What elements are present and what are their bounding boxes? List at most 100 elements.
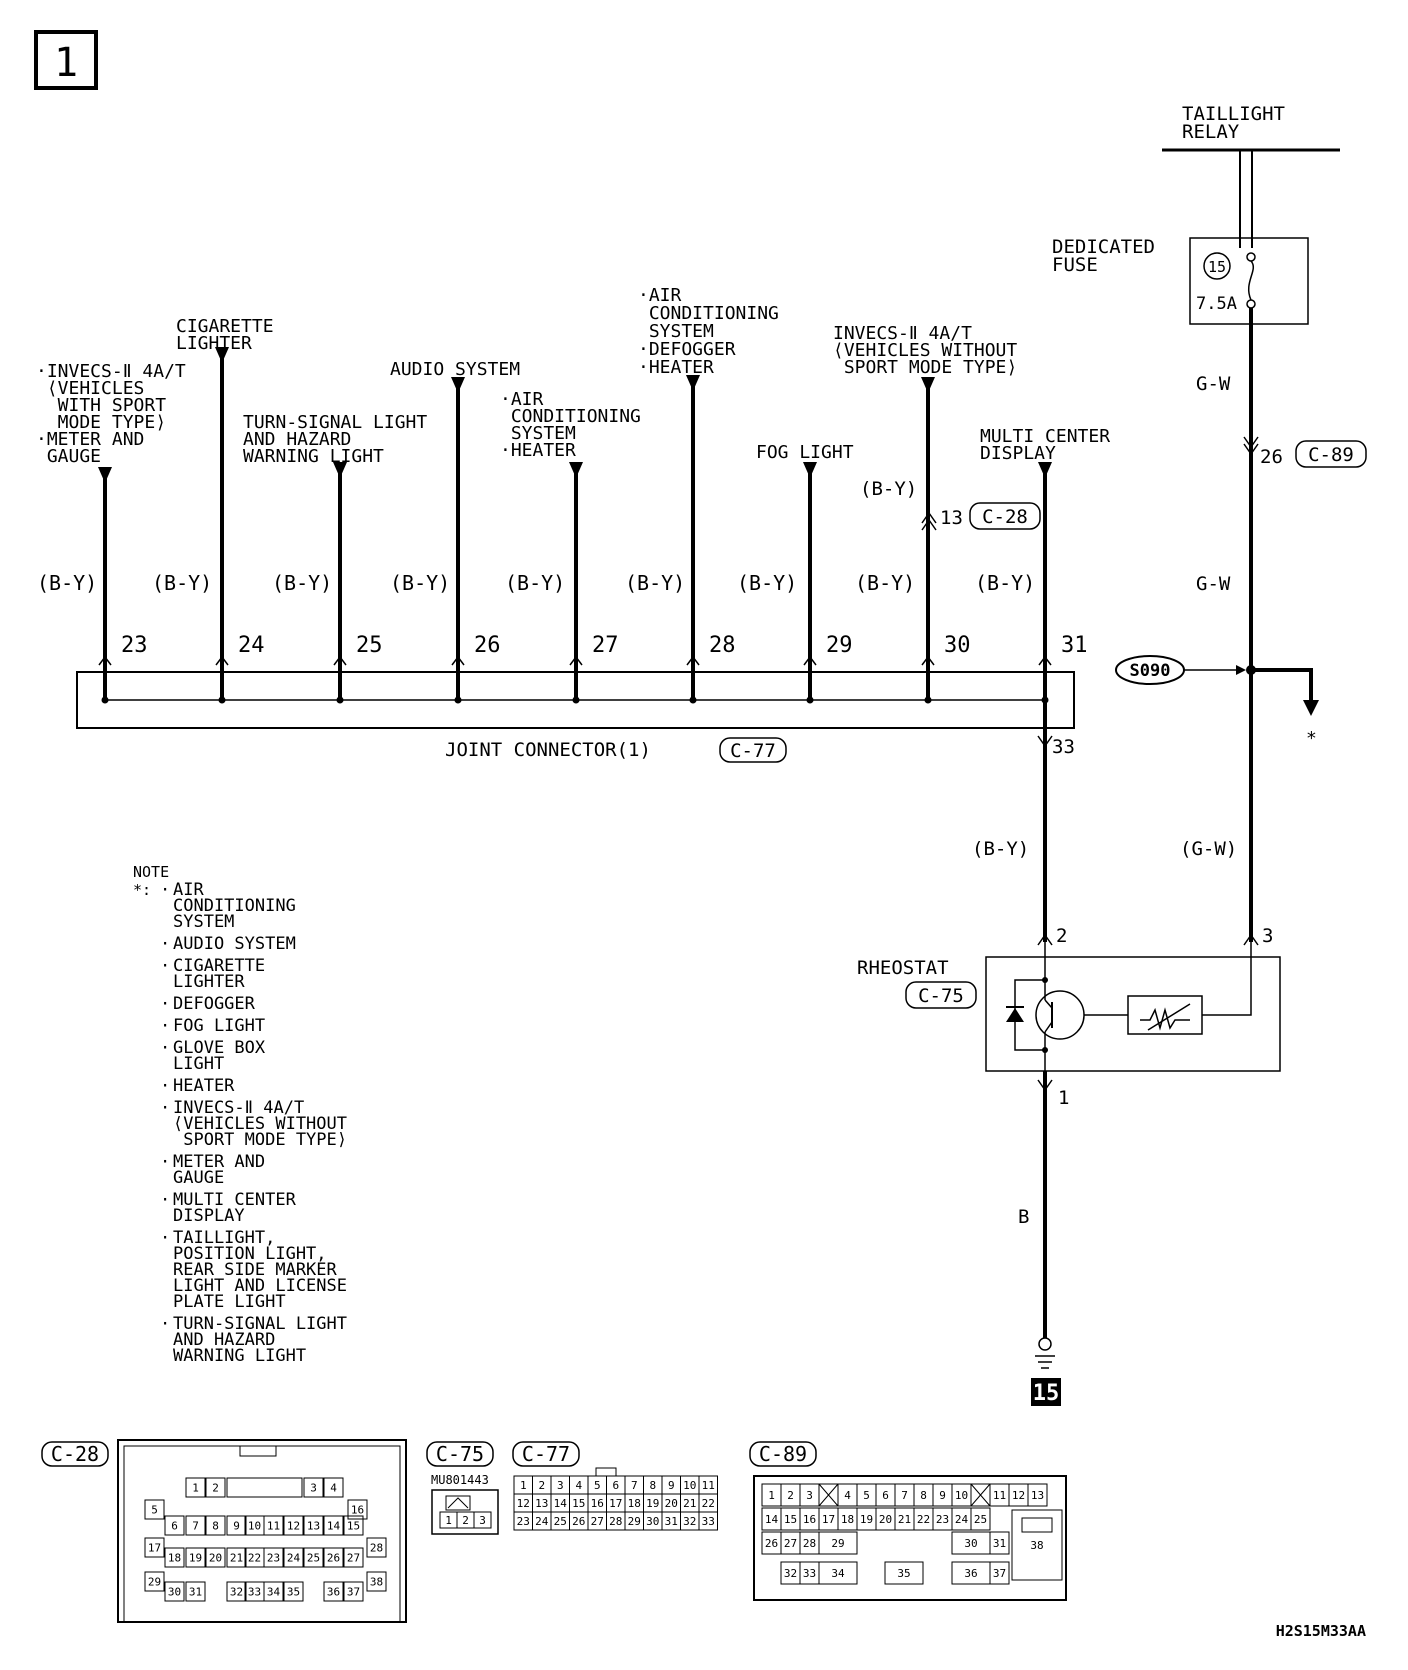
junction-dot <box>454 696 462 704</box>
connector-pin-number: 26 <box>572 1515 585 1528</box>
junction-dot <box>101 696 109 704</box>
note-item-text: SYSTEM <box>173 912 234 932</box>
joint-connector-ref: C-77 <box>730 740 776 762</box>
pin-marker-icon <box>921 655 935 666</box>
variable-resistor-icon <box>1140 1003 1191 1031</box>
connector-pin-number: 12 <box>517 1497 530 1510</box>
connector-pin-number: 27 <box>347 1552 360 1565</box>
connector-pin-number: 9 <box>939 1489 946 1502</box>
branch-destination-label: TURN-SIGNAL LIGHT <box>243 412 427 433</box>
connector-pin-number: 9 <box>233 1520 240 1533</box>
branch-wire-label: (B-Y) <box>625 571 685 595</box>
connector-pin-number: 30 <box>168 1586 181 1599</box>
invecs-wire-label: (B-Y) <box>860 478 917 500</box>
ground-number: 15 <box>1033 1381 1060 1406</box>
note-bullet: · <box>160 1152 170 1172</box>
connector-pin-number: 21 <box>230 1552 243 1565</box>
rheostat-pin-in: 2 <box>1056 925 1067 947</box>
rheostat-wire-label: (B-Y) <box>972 838 1029 860</box>
branch-destination-label: SYSTEM <box>638 321 714 342</box>
connector-pin-number: 32 <box>230 1586 243 1599</box>
connector-pin-number: 32 <box>784 1567 797 1580</box>
connector-cavity <box>347 1499 368 1520</box>
connector-cavity <box>1011 1509 1063 1581</box>
note-item-text: PLATE LIGHT <box>173 1292 286 1312</box>
connector-arrow-icon <box>451 377 465 393</box>
connector-pin-number: 4 <box>330 1482 337 1495</box>
connector-cavity <box>226 1515 247 1536</box>
note-item-text: FOG LIGHT <box>173 1016 265 1036</box>
ground-wire: 1 B 15 <box>1018 1071 1069 1406</box>
c28-pin: 13 <box>940 507 963 529</box>
note-bullet: · <box>160 934 170 954</box>
taillight-relay-label-1: TAILLIGHT <box>1182 103 1285 125</box>
note-bullet: · <box>160 1098 170 1118</box>
note-item-text: REAR SIDE MARKER <box>173 1260 338 1280</box>
connector-cavity <box>970 1507 991 1531</box>
note-item-text: LIGHT AND LICENSE <box>173 1276 347 1296</box>
connector-cavity <box>205 1547 226 1568</box>
branch-wire-label: (B-Y) <box>272 571 332 595</box>
connector-pin-number: 30 <box>646 1515 659 1528</box>
connector-pin-number: 18 <box>168 1552 181 1565</box>
c89-connector-ref: C-89 <box>759 1442 807 1466</box>
connector-arrow-icon <box>215 347 229 363</box>
branch-wire-label: (B-Y) <box>37 571 97 595</box>
connector-pin-number: 17 <box>609 1497 622 1510</box>
connector-pin-number: 38 <box>1030 1539 1043 1552</box>
connector-pin-number: 10 <box>248 1520 261 1533</box>
branch-destination-label: AND HAZARD <box>243 429 351 450</box>
connector-pin-number: 31 <box>189 1586 202 1599</box>
note-bullet: · <box>160 1038 170 1058</box>
connector-pin-number: 29 <box>148 1576 161 1589</box>
connector-pin-number: 1 <box>768 1489 775 1502</box>
branch-destination-label: FOG LIGHT <box>756 442 854 463</box>
pin-marker-icon <box>569 655 583 666</box>
connector-pin-number: 3 <box>310 1482 317 1495</box>
connector-pin-number: 6 <box>171 1520 178 1533</box>
connector-pin-number: 11 <box>993 1489 1006 1502</box>
note-item-text: TAILLIGHT, <box>173 1228 275 1248</box>
note-bullet: · <box>160 1228 170 1248</box>
branch-26: 26(B-Y)AUDIO SYSTEM <box>390 359 520 704</box>
note-marker: *: <box>133 881 151 899</box>
note-bullet: · <box>160 1190 170 1210</box>
note-item-text: AIR <box>173 880 204 900</box>
connector-pin-number: 34 <box>267 1586 281 1599</box>
c89-pin-marker <box>1243 436 1259 456</box>
note-item-text: DEFOGGER <box>173 994 256 1014</box>
connector-pin-number: 27 <box>784 1537 797 1550</box>
gw-wire-label-2: G-W <box>1196 573 1231 595</box>
junction-dot <box>336 696 344 704</box>
branch-27: 27(B-Y)·AIR CONDITIONING SYSTEM·HEATER <box>500 389 641 704</box>
connector-pin-number: 35 <box>897 1567 910 1580</box>
connector-pin-number: 23 <box>267 1552 280 1565</box>
connector-cavity <box>366 1571 387 1592</box>
connector-pin-number: 1 <box>192 1482 199 1495</box>
branch-destination-label: ⟨VEHICLES WITHOUT <box>833 340 1017 361</box>
branch-destination-label: ·HEATER <box>638 357 714 378</box>
splice-label: S090 <box>1130 661 1171 681</box>
diagram-id: H2S15M33AA <box>1276 1622 1366 1640</box>
connector-pin-number: 29 <box>831 1537 844 1550</box>
connector-pin-number: 19 <box>860 1513 873 1526</box>
connector-pin-number: 15 <box>572 1497 585 1510</box>
connector-cavity <box>226 1581 247 1602</box>
branch-destination-label: ·INVECS-Ⅱ 4A/T <box>36 361 186 382</box>
connector-pin-number: 8 <box>920 1489 927 1502</box>
branch-wire-label: (B-Y) <box>737 571 797 595</box>
connector-pin-number: 29 <box>628 1515 641 1528</box>
dedicated-fuse-rating: 7.5A <box>1196 294 1237 314</box>
note-item-text: ⟨VEHICLES WITHOUT <box>173 1114 347 1134</box>
connector-pin-number: 20 <box>879 1513 892 1526</box>
branch-pin: 31 <box>1061 633 1088 658</box>
